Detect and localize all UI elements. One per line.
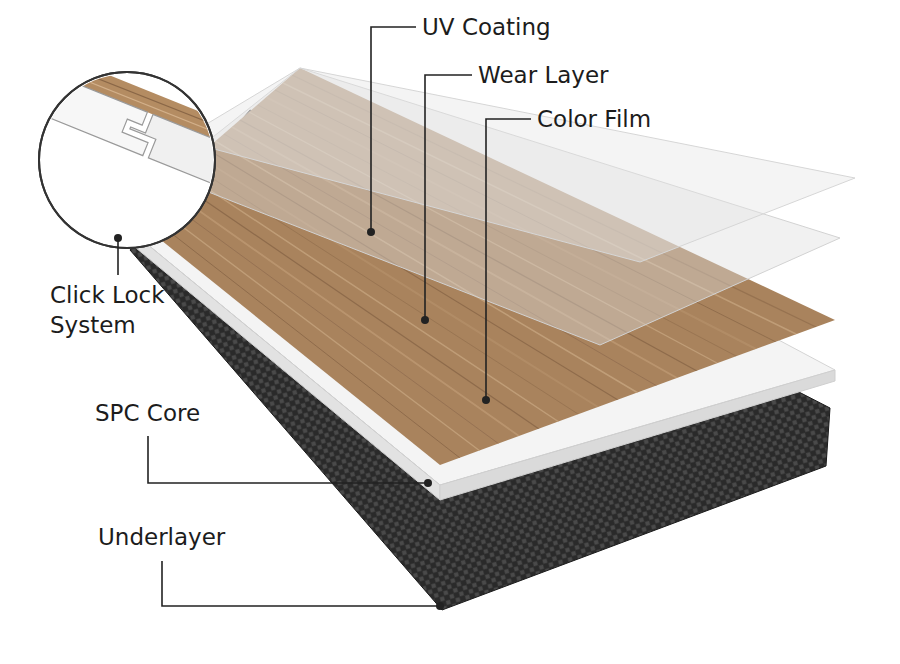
layer-label: Underlayer [98, 522, 225, 552]
leader-lines [118, 27, 531, 606]
click-lock-detail [0, 49, 268, 258]
layer-label: Wear Layer [478, 60, 609, 90]
layer-label: SPC Core [95, 398, 200, 428]
uv-coating-sheet [180, 68, 855, 262]
layer-label: Click Lock System [50, 280, 200, 340]
layer-label: UV Coating [422, 12, 551, 42]
layer-label: Color Film [537, 104, 651, 134]
